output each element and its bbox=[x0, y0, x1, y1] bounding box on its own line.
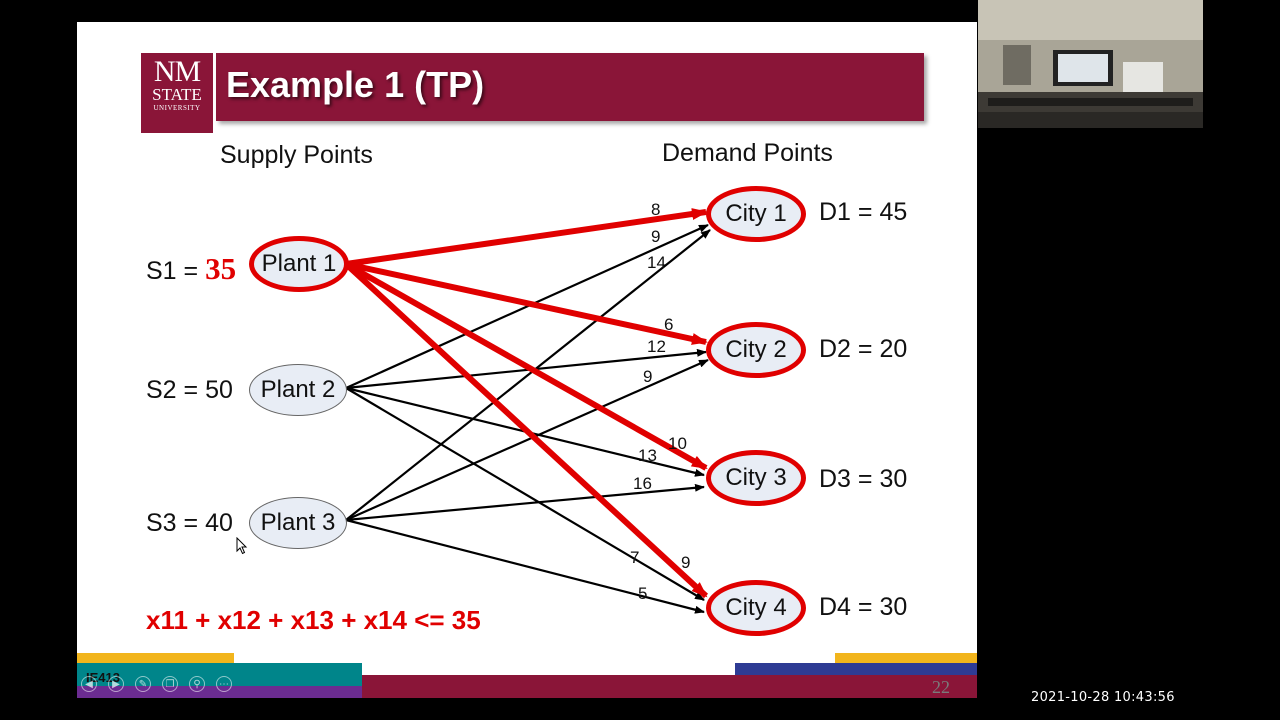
page-number: 22 bbox=[932, 677, 950, 697]
network-edges bbox=[343, 208, 711, 614]
node-city-3[interactable]: City 3 bbox=[706, 450, 806, 506]
pen-icon[interactable]: ✎ bbox=[135, 676, 151, 692]
cost-p1-c1: 8 bbox=[651, 200, 661, 219]
edge-p3-c4 bbox=[345, 518, 705, 614]
footer-bar-gold-right bbox=[835, 653, 977, 663]
footer-bar-maroon bbox=[362, 675, 977, 698]
cost-p2-c3: 13 bbox=[638, 446, 657, 465]
cost-p3-c1: 14 bbox=[647, 253, 666, 272]
node-plant-1[interactable]: Plant 1 bbox=[249, 236, 349, 292]
logo-text-university: UNIVERSITY bbox=[153, 104, 201, 112]
node-plant-3[interactable]: Plant 3 bbox=[249, 497, 347, 549]
cost-p1-c3: 10 bbox=[668, 434, 687, 453]
edge-p3-c2 bbox=[345, 358, 709, 522]
edge-p1-c1 bbox=[345, 208, 708, 267]
copy-icon[interactable]: ❐ bbox=[162, 676, 178, 692]
edge-p1-c4 bbox=[343, 261, 709, 599]
supply-value-s1: 35 bbox=[205, 251, 237, 286]
edge-p1-c3 bbox=[344, 261, 708, 471]
cost-p3-c3: 16 bbox=[633, 474, 652, 493]
nmsu-logo: NM STATE UNIVERSITY bbox=[141, 53, 213, 133]
edge-p1-c2 bbox=[345, 261, 708, 345]
node-plant-2[interactable]: Plant 2 bbox=[249, 364, 347, 416]
supply-label-s1-text: S1 = bbox=[146, 257, 199, 285]
webcam-view bbox=[978, 0, 1203, 128]
demand-label-d4: D4 = 30 bbox=[819, 593, 908, 621]
slide-title: Example 1 (TP) bbox=[226, 64, 485, 105]
cost-p3-c4: 5 bbox=[638, 584, 648, 603]
supply-header: Supply Points bbox=[220, 141, 373, 169]
classroom-video-frame bbox=[978, 0, 1203, 128]
prev-icon[interactable]: ◀ bbox=[81, 676, 97, 692]
video-timestamp: 2021-10-28 10:43:56 bbox=[1031, 690, 1175, 705]
zoom-icon[interactable]: ⚲ bbox=[189, 676, 205, 692]
edge-p3-c3 bbox=[345, 483, 705, 522]
node-city-4[interactable]: City 4 bbox=[706, 580, 806, 636]
constraint-equation: x11 + x12 + x13 + x14 <= 35 bbox=[146, 605, 481, 635]
footer-bar-blue bbox=[735, 663, 977, 675]
edge-p2-c2 bbox=[345, 348, 707, 390]
demand-label-d1: D1 = 45 bbox=[819, 198, 908, 226]
cost-p2-c1: 9 bbox=[651, 227, 661, 246]
cost-p2-c4: 7 bbox=[630, 548, 640, 567]
demand-label-d2: D2 = 20 bbox=[819, 335, 908, 363]
node-city-2[interactable]: City 2 bbox=[706, 322, 806, 378]
supply-label-s2: S2 = 50 bbox=[146, 376, 233, 404]
cursor-icon bbox=[236, 537, 248, 555]
supply-label-s1: S1 = 35 bbox=[146, 251, 236, 287]
title-bar: Example 1 (TP) bbox=[216, 53, 924, 121]
footer-bar-gold-left bbox=[77, 653, 234, 665]
slide: NM STATE UNIVERSITY Example 1 (TP) Suppl… bbox=[77, 22, 977, 698]
edge-p2-c1 bbox=[345, 223, 709, 390]
node-city-1[interactable]: City 1 bbox=[706, 186, 806, 242]
demand-header: Demand Points bbox=[662, 139, 833, 167]
edge-p2-c4 bbox=[345, 387, 705, 601]
demand-label-d3: D3 = 30 bbox=[819, 465, 908, 493]
cost-p2-c2: 12 bbox=[647, 337, 666, 356]
edge-p3-c1 bbox=[345, 229, 711, 521]
logo-text-state: STATE bbox=[152, 85, 202, 104]
supply-label-s3: S3 = 40 bbox=[146, 509, 233, 537]
cost-p1-c4: 9 bbox=[681, 553, 691, 572]
play-icon[interactable]: ▶ bbox=[108, 676, 124, 692]
more-icon[interactable]: ⋯ bbox=[216, 676, 232, 692]
cost-p3-c2: 9 bbox=[643, 367, 653, 386]
cost-p1-c2: 6 bbox=[664, 315, 674, 334]
logo-text-nm: NM bbox=[153, 55, 201, 88]
